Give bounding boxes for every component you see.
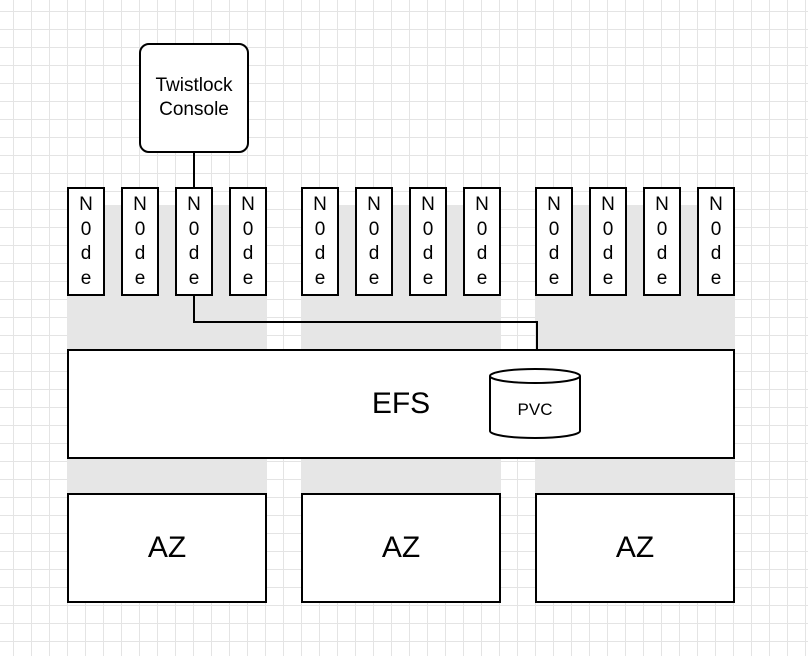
node-label-char: e — [602, 267, 614, 289]
az-label: AZ — [615, 531, 655, 564]
node-label-char: d — [602, 243, 614, 265]
node-label-char: N — [187, 194, 201, 215]
node-label-char: 0 — [710, 218, 722, 240]
node-label-char: d — [710, 243, 722, 265]
node-box[interactable]: N 0 d e — [301, 187, 339, 296]
efs-label: EFS — [371, 387, 431, 420]
node-box[interactable]: N 0 d e — [409, 187, 447, 296]
node-label-char: d — [80, 243, 92, 265]
node-label-char: e — [242, 267, 254, 289]
node-label-char: N — [133, 194, 147, 215]
node-label-char: d — [134, 243, 146, 265]
node-label-char: N — [367, 194, 381, 215]
node-label-char: N — [475, 194, 489, 215]
twistlock-console-label: Twistlock Console — [155, 75, 233, 120]
node-box[interactable]: N 0 d e — [643, 187, 681, 296]
az-box[interactable]: AZ — [535, 493, 735, 603]
node-label-char: 0 — [80, 218, 92, 240]
node-label-char: d — [188, 243, 200, 265]
node-label-char: N — [655, 194, 669, 215]
node-label-char: N — [313, 194, 327, 215]
az-box[interactable]: AZ — [67, 493, 267, 603]
node-box[interactable]: N 0 d e — [697, 187, 735, 296]
node-label-char: d — [476, 243, 488, 265]
node-label-char: 0 — [314, 218, 326, 240]
node-box[interactable]: N 0 d e — [67, 187, 105, 296]
node-label-char: 0 — [656, 218, 668, 240]
node-box[interactable]: N 0 d e — [589, 187, 627, 296]
node-label-char: e — [188, 267, 200, 289]
twistlock-console-box[interactable]: Twistlock Console — [139, 43, 249, 153]
node-box[interactable]: N 0 d e — [229, 187, 267, 296]
az-label: AZ — [147, 531, 187, 564]
node-label-char: e — [314, 267, 326, 289]
az-box[interactable]: AZ — [301, 493, 501, 603]
node-label-char: N — [547, 194, 561, 215]
node-label-char: N — [421, 194, 435, 215]
node-box[interactable]: N 0 d e — [463, 187, 501, 296]
pvc-cylinder-body — [489, 376, 581, 439]
node-label-char: d — [422, 243, 434, 265]
node-label-char: 0 — [188, 218, 200, 240]
node-box[interactable]: N 0 d e — [175, 187, 213, 296]
node-label-char: e — [548, 267, 560, 289]
node-label-char: 0 — [368, 218, 380, 240]
node-label-char: e — [476, 267, 488, 289]
node-label-char: 0 — [422, 218, 434, 240]
node-label-char: N — [79, 194, 93, 215]
node-label-char: 0 — [242, 218, 254, 240]
node-label-char: d — [656, 243, 668, 265]
node-label-char: d — [548, 243, 560, 265]
node-label-char: N — [601, 194, 615, 215]
efs-storage-box[interactable]: EFS — [67, 349, 735, 459]
node-label-char: d — [368, 243, 380, 265]
az-label: AZ — [381, 531, 421, 564]
node-box[interactable]: N 0 d e — [535, 187, 573, 296]
node-to-pvc-connector — [193, 296, 538, 372]
node-label-char: d — [242, 243, 254, 265]
pvc-label: PVC — [518, 400, 553, 419]
node-label-char: d — [314, 243, 326, 265]
node-label-char: 0 — [134, 218, 146, 240]
node-label-char: e — [80, 267, 92, 289]
node-label-char: 0 — [602, 218, 614, 240]
node-label-char: N — [241, 194, 255, 215]
node-label-char: e — [422, 267, 434, 289]
node-label-char: e — [368, 267, 380, 289]
node-label-char: e — [656, 267, 668, 289]
node-box[interactable]: N 0 d e — [355, 187, 393, 296]
pvc-cylinder-top — [489, 368, 581, 384]
node-label-char: 0 — [476, 218, 488, 240]
node-label-char: e — [134, 267, 146, 289]
node-label-char: 0 — [548, 218, 560, 240]
node-label-char: e — [710, 267, 722, 289]
node-label-char: N — [709, 194, 723, 215]
node-box[interactable]: N 0 d e — [121, 187, 159, 296]
